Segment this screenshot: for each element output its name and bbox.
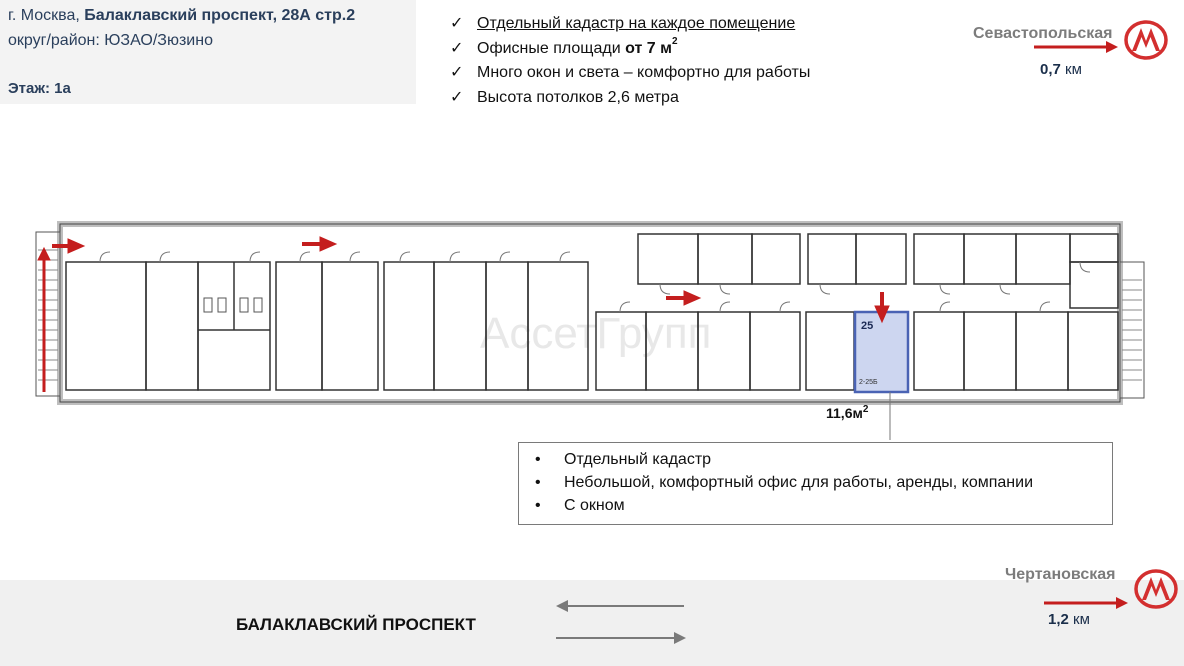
metro-distance-unit-top: км [1060,61,1082,78]
check-icon: ✓ [450,39,464,57]
address-line: г. Москва, Балаклавский проспект, 28А ст… [8,7,355,25]
bullet-icon: • [535,497,541,514]
check-icon: ✓ [450,88,464,106]
feature-text: Офисные площади [477,39,626,57]
feature-text: Высота потолков 2,6 метра [477,88,679,106]
info-item-text: Небольшой, комфортный офис для работы, а… [564,474,1034,491]
address-street: Балаклавский проспект, 28А стр.2 [84,7,356,24]
bullet-icon: • [535,451,541,468]
stair-right [1119,261,1145,399]
info-item-text: Отдельный кадастр [564,451,712,468]
highlighted-office[interactable] [853,310,910,394]
feature-text: Много окон и света – комфортно для работ… [477,64,811,81]
street-band [0,580,1184,666]
stair-right-steps [1122,279,1142,381]
metro-distance-bottom: 1,2 км [1048,611,1090,628]
check-icon: ✓ [450,15,464,32]
feature-item: ✓ Много окон и света – комфортно для рабо… [450,61,810,86]
feature-text: Отдельный кадастр на каждое помещение [477,15,796,32]
rooms-left [65,261,589,391]
metro-logo-icon [1134,569,1178,609]
rooms-right-top [637,233,1119,309]
street-name: БАЛАКЛАВСКИЙ ПРОСПЕКТ [236,615,476,634]
traffic-arrows [556,600,686,644]
metro-distance-top: 0,7 км [1040,61,1082,78]
city-prefix: г. Москва, [8,7,85,24]
info-item-text: С окном [564,497,625,514]
room-code: 2-25Б [859,379,878,386]
stair-left-steps [38,249,58,381]
metro-logo-icon [1124,20,1168,60]
office-info-box: • Отдельный кадастр • Небольшой, комфортный… [518,442,1113,525]
info-item: • С окном [535,497,625,515]
address-district: округ/район: ЮЗАО/Зюзино [8,32,213,49]
office-area-unit-sup: 2 [862,404,869,415]
floor-label: Этаж: 1а [8,80,71,97]
feature-text: от 7 м [625,39,672,57]
red-arrows [37,236,890,392]
metro-distance-unit-bottom: км [1068,611,1090,628]
feature-item: ✓ Высота потолков 2,6 метра [450,86,810,111]
metro-arrow-top [1034,41,1118,53]
info-item: • Небольшой, комфортный офис для работы, … [535,474,1033,492]
metro-distance-value-bottom: 1,2 [1048,611,1069,628]
bullet-icon: • [535,474,541,491]
feature-text: 2 [671,35,678,47]
metro-name-top: Севастопольская [973,25,1113,42]
floor-plan: АссетГрупп [35,221,1145,440]
metro-name-bottom: Чертановская [1005,566,1116,583]
check-icon: ✓ [450,64,464,81]
features-list: ✓ Отдельный кадастр на каждое помещение ✓ О… [450,12,810,110]
feature-item: ✓ Офисные площади от 7 м2 [450,35,810,62]
room-number: 25 [861,320,873,332]
toilet-fixtures [203,297,263,313]
stair-left [35,231,61,397]
feature-item: ✓ Отдельный кадастр на каждое помещение [450,12,810,37]
metro-distance-value-top: 0,7 [1040,61,1061,78]
info-item: • Отдельный кадастр [535,451,711,469]
office-area-value: 11,6м [826,405,863,421]
address-panel: г. Москва, Балаклавский проспект, 28А ст… [0,0,416,104]
metro-arrow-bottom [1044,597,1128,609]
rooms-right-bottom [595,311,1119,391]
door-arcs [99,251,1091,313]
office-area-label: 11,6м2 [826,404,869,422]
